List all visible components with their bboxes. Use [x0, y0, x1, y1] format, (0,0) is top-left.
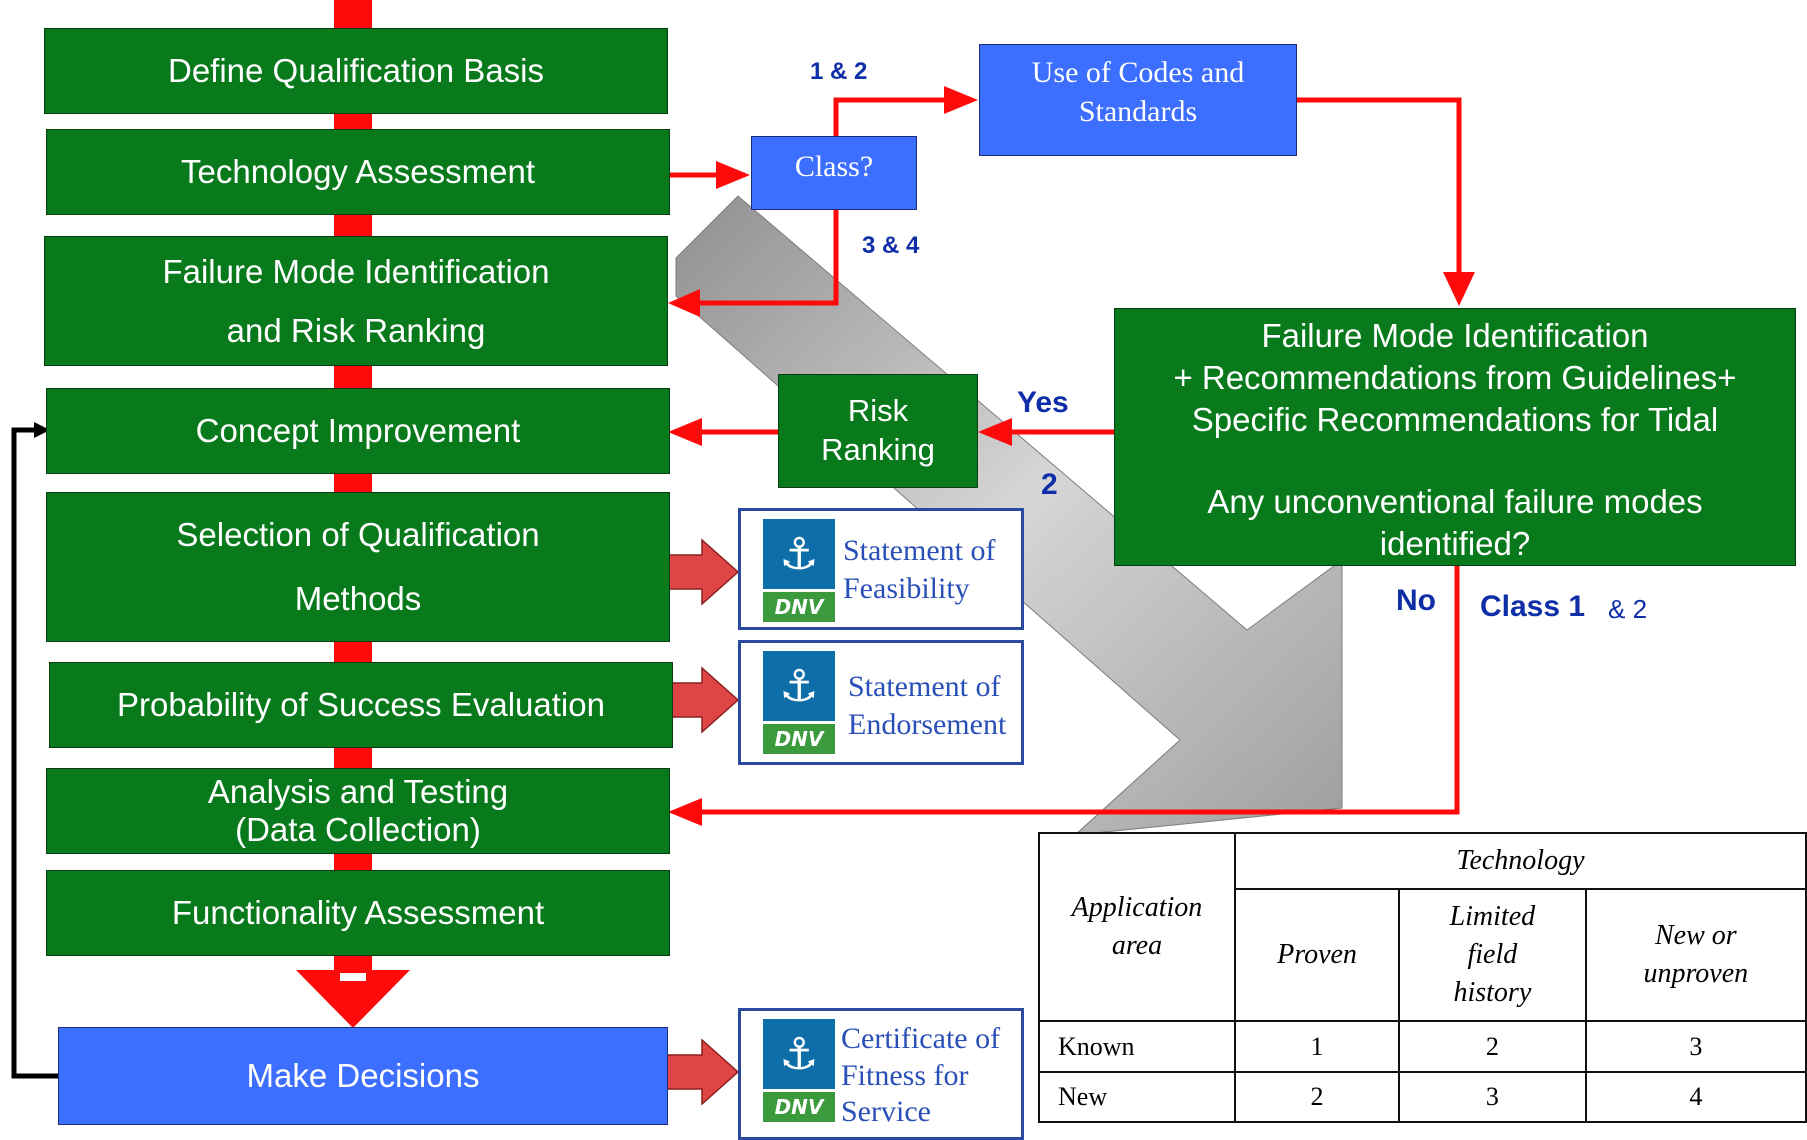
table-cell: 4 [1584, 1071, 1807, 1123]
certificate-feasibility: ⚓ DNV Statement of Feasibility [738, 508, 1024, 630]
step-probability-of-success: Probability of Success Evaluation [49, 662, 673, 748]
row-label-new: New [1038, 1071, 1236, 1123]
dnv-logo-text: DNV [763, 724, 835, 754]
fitness-text: Certificate of Fitness for Service [841, 1021, 1000, 1131]
table-cell: 2 [1398, 1020, 1587, 1073]
fmi-right-line5: identified? [1379, 525, 1531, 563]
step-probability-label: Probability of Success Evaluation [117, 686, 605, 724]
label-three-and-four: 3 & 4 [862, 232, 920, 259]
dnv-logo-text: DNV [763, 592, 835, 622]
fitness-line1: Certificate of [841, 1022, 1001, 1055]
dnv-logo-text: DNV [763, 1092, 835, 1122]
step-technology-assessment: Technology Assessment [46, 129, 670, 215]
arrow-to-analysis [700, 566, 1460, 815]
header-proven: Proven [1233, 888, 1401, 1022]
step-decisions-label: Make Decisions [246, 1057, 480, 1095]
risk-line1: Risk [847, 393, 909, 429]
step-fmi-line2: and Risk Ranking [226, 312, 486, 349]
anchor-icon: ⚓ [763, 1019, 835, 1089]
endorsement-text: Statement of Endorsement [848, 668, 1006, 743]
arrow-codes-to-fmi-right [1296, 97, 1462, 278]
anchor-icon: ⚓ [763, 651, 835, 721]
fitness-line3: Service [841, 1095, 931, 1129]
table-cell: 3 [1584, 1020, 1807, 1073]
label-yes: Yes [1017, 386, 1069, 419]
endorsement-line1: Statement of [848, 670, 1001, 703]
codes-line2: Standards [1078, 95, 1198, 128]
certificate-fitness-for-service: ⚓ DNV Certificate of Fitness for Service [738, 1008, 1024, 1140]
label-no: No [1396, 584, 1436, 617]
step-fmi-line1: Failure Mode Identification [162, 252, 550, 290]
header-application-area: Application area [1038, 832, 1236, 1022]
header-limited-field-history: Limited field history [1398, 888, 1587, 1022]
step-analysis-line2: (Data Collection) [235, 811, 481, 848]
step-make-decisions: Make Decisions [58, 1027, 668, 1125]
header-technology: Technology [1233, 832, 1807, 890]
label-two: 2 [1041, 468, 1058, 501]
risk-ranking-box: Risk Ranking [778, 374, 978, 488]
step-tech-label: Technology Assessment [180, 153, 536, 191]
table-cell: 3 [1398, 1071, 1587, 1123]
feasibility-text: Statement of Feasibility [843, 532, 995, 607]
fmi-right-line2: + Recommendations from Guidelines+ [1173, 358, 1737, 396]
risk-line2: Ranking [821, 432, 935, 467]
codes-line1: Use of Codes and [1031, 56, 1245, 89]
step-failure-mode-identification: Failure Mode Identification and Risk Ran… [44, 236, 668, 366]
feasibility-line2: Feasibility [843, 571, 970, 605]
step-functionality-assessment: Functionality Assessment [46, 870, 670, 956]
fmi-recommendations-box: Failure Mode Identification + Recommenda… [1114, 308, 1796, 566]
label-class-and-two: & 2 [1608, 594, 1648, 624]
step-define-qualification-basis: Define Qualification Basis [44, 28, 668, 114]
limited-text: Limited field history [1449, 901, 1536, 1008]
new-unproven-text: New or unproven [1643, 920, 1749, 989]
codes-and-standards-box: Use of Codes and Standards [979, 44, 1297, 156]
fmi-right-line1: Failure Mode Identification [1261, 317, 1649, 354]
header-new-or-unproven: New or unproven [1584, 888, 1807, 1022]
table-cell: 2 [1233, 1071, 1401, 1123]
label-one-and-two: 1 & 2 [810, 58, 868, 85]
step-define-label: Define Qualification Basis [167, 52, 545, 90]
step-concept-improvement: Concept Improvement [46, 388, 670, 474]
anchor-icon: ⚓ [763, 519, 835, 589]
step-selection-of-qualification-methods: Selection of Qualification Methods [46, 492, 670, 642]
arrow-to-codes [833, 97, 950, 136]
application-area-text: Application area [1071, 892, 1203, 961]
technology-class-table: Application area Technology Proven Limit… [1038, 832, 1807, 1123]
down-arrow-to-decisions [296, 970, 410, 1028]
endorsement-line2: Endorsement [848, 707, 1007, 741]
feedback-loop-line [11, 427, 62, 1079]
table-cell: 1 [1233, 1020, 1401, 1073]
step-analysis-line1: Analysis and Testing [207, 773, 509, 811]
label-class-one: Class 1 [1480, 590, 1586, 623]
arrow-to-fmi [686, 210, 839, 306]
feasibility-line1: Statement of [843, 534, 996, 567]
class-decision-box: Class? [751, 136, 917, 210]
step-selection-line1: Selection of Qualification [176, 515, 540, 553]
class-question: Class? [794, 150, 874, 183]
certificate-endorsement: ⚓ DNV Statement of Endorsement [738, 640, 1024, 765]
fmi-right-line4: Any unconventional failure modes [1207, 483, 1703, 521]
step-selection-line2: Methods [294, 580, 422, 617]
step-analysis-and-testing: Analysis and Testing (Data Collection) [46, 768, 670, 854]
fmi-right-line3: Specific Recommendations for Tidal [1191, 400, 1719, 438]
row-label-known: Known [1038, 1020, 1236, 1073]
step-concept-label: Concept Improvement [195, 412, 521, 450]
table-row: Known 1 2 3 [1038, 1020, 1807, 1073]
fitness-line2: Fitness for [841, 1058, 969, 1092]
table-row: New 2 3 4 [1038, 1071, 1807, 1123]
step-functionality-label: Functionality Assessment [171, 894, 545, 932]
